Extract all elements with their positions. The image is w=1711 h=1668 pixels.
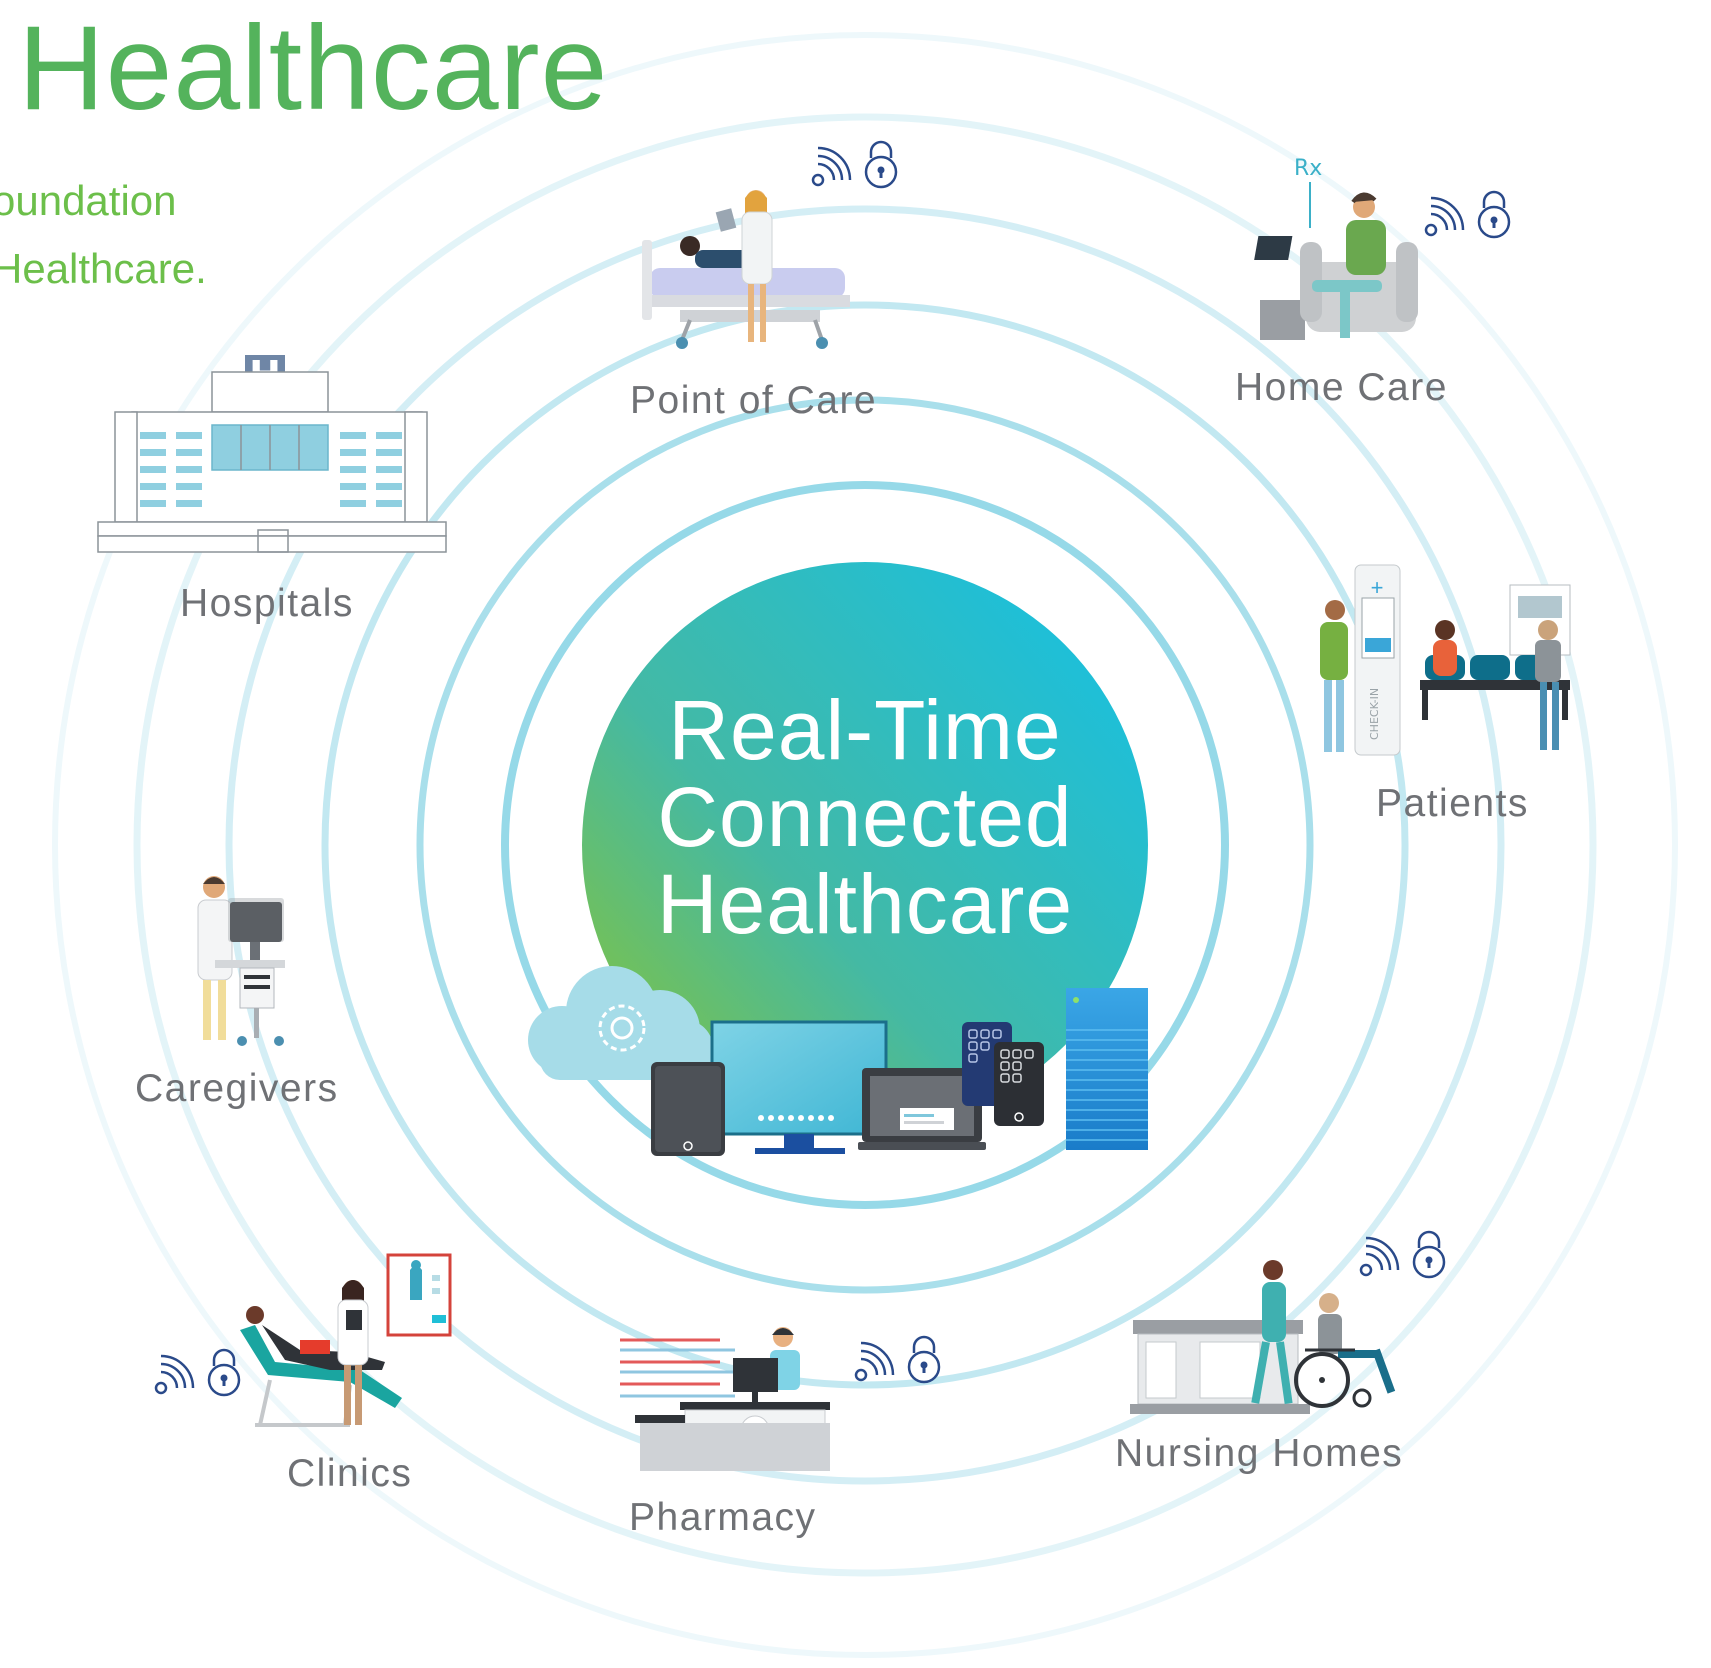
patient-bed-with-nurse-icon (642, 190, 850, 349)
center-title-line-3: Healthcare (656, 857, 1074, 951)
point-of-care-secure-wireless-icon (811, 140, 898, 189)
page-title: Healthcare (18, 1, 609, 135)
svg-text:CHECK-IN: CHECK-IN (1368, 688, 1381, 740)
svg-text:Rx: Rx (1294, 156, 1322, 181)
subtitle-line-1: oundation (0, 177, 177, 224)
man-in-armchair-with-laptop-icon: Rx (1254, 156, 1418, 340)
laptop-icon (858, 1068, 986, 1150)
label-clinics: Clinics (287, 1452, 413, 1495)
svg-text:+: + (1371, 575, 1384, 600)
center-hub (582, 562, 1148, 1128)
label-point-of-care: Point of Care (630, 379, 878, 422)
center-title-line-1: Real-Time (668, 683, 1062, 777)
tablet-icon (651, 1062, 725, 1156)
nurse-with-wheelchair-icon (1130, 1260, 1396, 1414)
hospital-building-icon: H (97, 353, 447, 553)
concentric-rings (52, 32, 1678, 1658)
server-icon (1066, 988, 1148, 1150)
subtitle-line-2: Healthcare. (0, 245, 207, 292)
monitor-icon (710, 1020, 888, 1154)
check-in-kiosk-waiting-room-icon: + CHECK-IN (1320, 564, 1571, 756)
pharmacy-secure-wireless-icon (854, 1335, 941, 1384)
label-home-care: Home Care (1235, 366, 1448, 409)
label-pharmacy: Pharmacy (629, 1496, 817, 1539)
doctor-at-workstation-icon (197, 876, 285, 1046)
label-caregivers: Caregivers (135, 1067, 339, 1110)
device-cluster (528, 966, 1148, 1156)
label-hospitals: Hospitals (180, 582, 354, 625)
phone-icon (962, 1022, 1044, 1126)
center-title-line-2: Connected (657, 770, 1073, 864)
patient-in-exam-chair-icon (240, 1253, 452, 1427)
label-nursing-homes: Nursing Homes (1115, 1432, 1404, 1475)
pharmacy-counter-icon (620, 1327, 830, 1471)
nursing-homes-secure-wireless-icon (1359, 1230, 1446, 1279)
home-care-secure-wireless-icon (1424, 190, 1511, 239)
label-patients: Patients (1376, 782, 1529, 825)
clinics-secure-wireless-icon (154, 1348, 241, 1397)
